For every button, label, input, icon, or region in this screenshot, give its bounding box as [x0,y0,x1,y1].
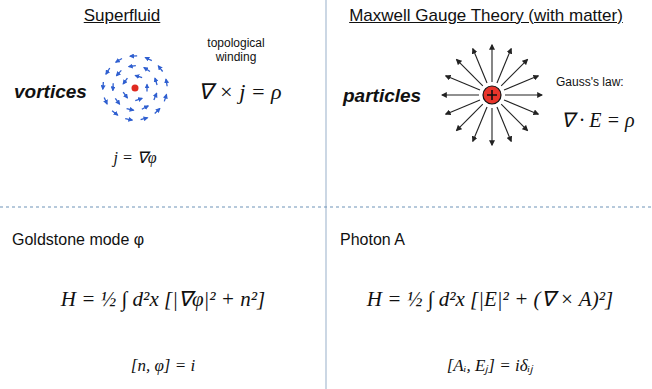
equation: j = ∇φ [113,148,156,167]
column-heading: Superfluid [84,6,161,26]
section-label: Photon A [340,230,405,249]
section-label: vortices [14,81,87,104]
section-label: particles [343,85,421,108]
field-line [497,107,511,141]
vortex-core [132,85,139,92]
field-line [491,45,492,82]
flow-arrow [155,108,160,113]
field-line [504,76,538,90]
flow-arrow [127,109,134,111]
field-line [446,100,480,114]
hamiltonian: H = ½ ∫ d²x [|∇φ|² + n²] [61,287,265,312]
flow-arrow [146,84,147,91]
plus-sign [487,90,497,100]
flow-arrow [125,119,132,120]
flow-arrow [129,65,136,67]
flow-arrow [164,95,166,102]
flow-arrow [116,70,121,75]
flow-arrow [166,79,167,86]
flow-arrow [145,57,152,60]
equation: ∇ · E = ρ [561,108,634,132]
equation: ∇ × j = ρ [198,79,281,105]
flow-arrow [104,97,107,104]
flow-arrow [123,92,127,98]
field-line [442,94,479,95]
flow-arrow [144,68,150,72]
vortex-figure [103,56,167,120]
flow-arrow [123,78,127,84]
column-divider [325,0,326,389]
annotation: Gauss's law: [556,75,624,89]
commutator: [Aᵢ, Eⱼ] = iδᵢⱼ [447,356,533,376]
column-heading: Maxwell Gauge Theory (with matter) [349,6,623,26]
flow-arrow [155,78,157,85]
flow-arrow [102,82,104,89]
section-label: Goldstone mode φ [12,230,144,249]
flow-arrow [115,98,119,104]
row-divider [0,206,652,207]
flow-arrow [130,55,137,57]
commutator: [n, φ] = i [131,356,195,376]
field-line [473,49,487,83]
flow-arrow [112,111,118,116]
charge-figure [442,45,542,145]
flow-arrow [135,98,142,100]
flow-arrow [106,68,110,74]
field-line [505,94,542,95]
flow-arrow [116,59,122,63]
hamiltonian: H = ½ ∫ d²x [|E|² + (∇ × A)²] [367,287,613,312]
field-line [491,108,492,145]
flow-arrow [135,75,142,77]
flow-arrow [158,66,162,72]
annotation: topological winding [194,36,278,65]
charge-particle [483,86,501,104]
flow-arrow [154,93,157,100]
flow-arrow [112,83,114,90]
flow-arrow [142,106,148,109]
flow-arrow [141,118,148,120]
